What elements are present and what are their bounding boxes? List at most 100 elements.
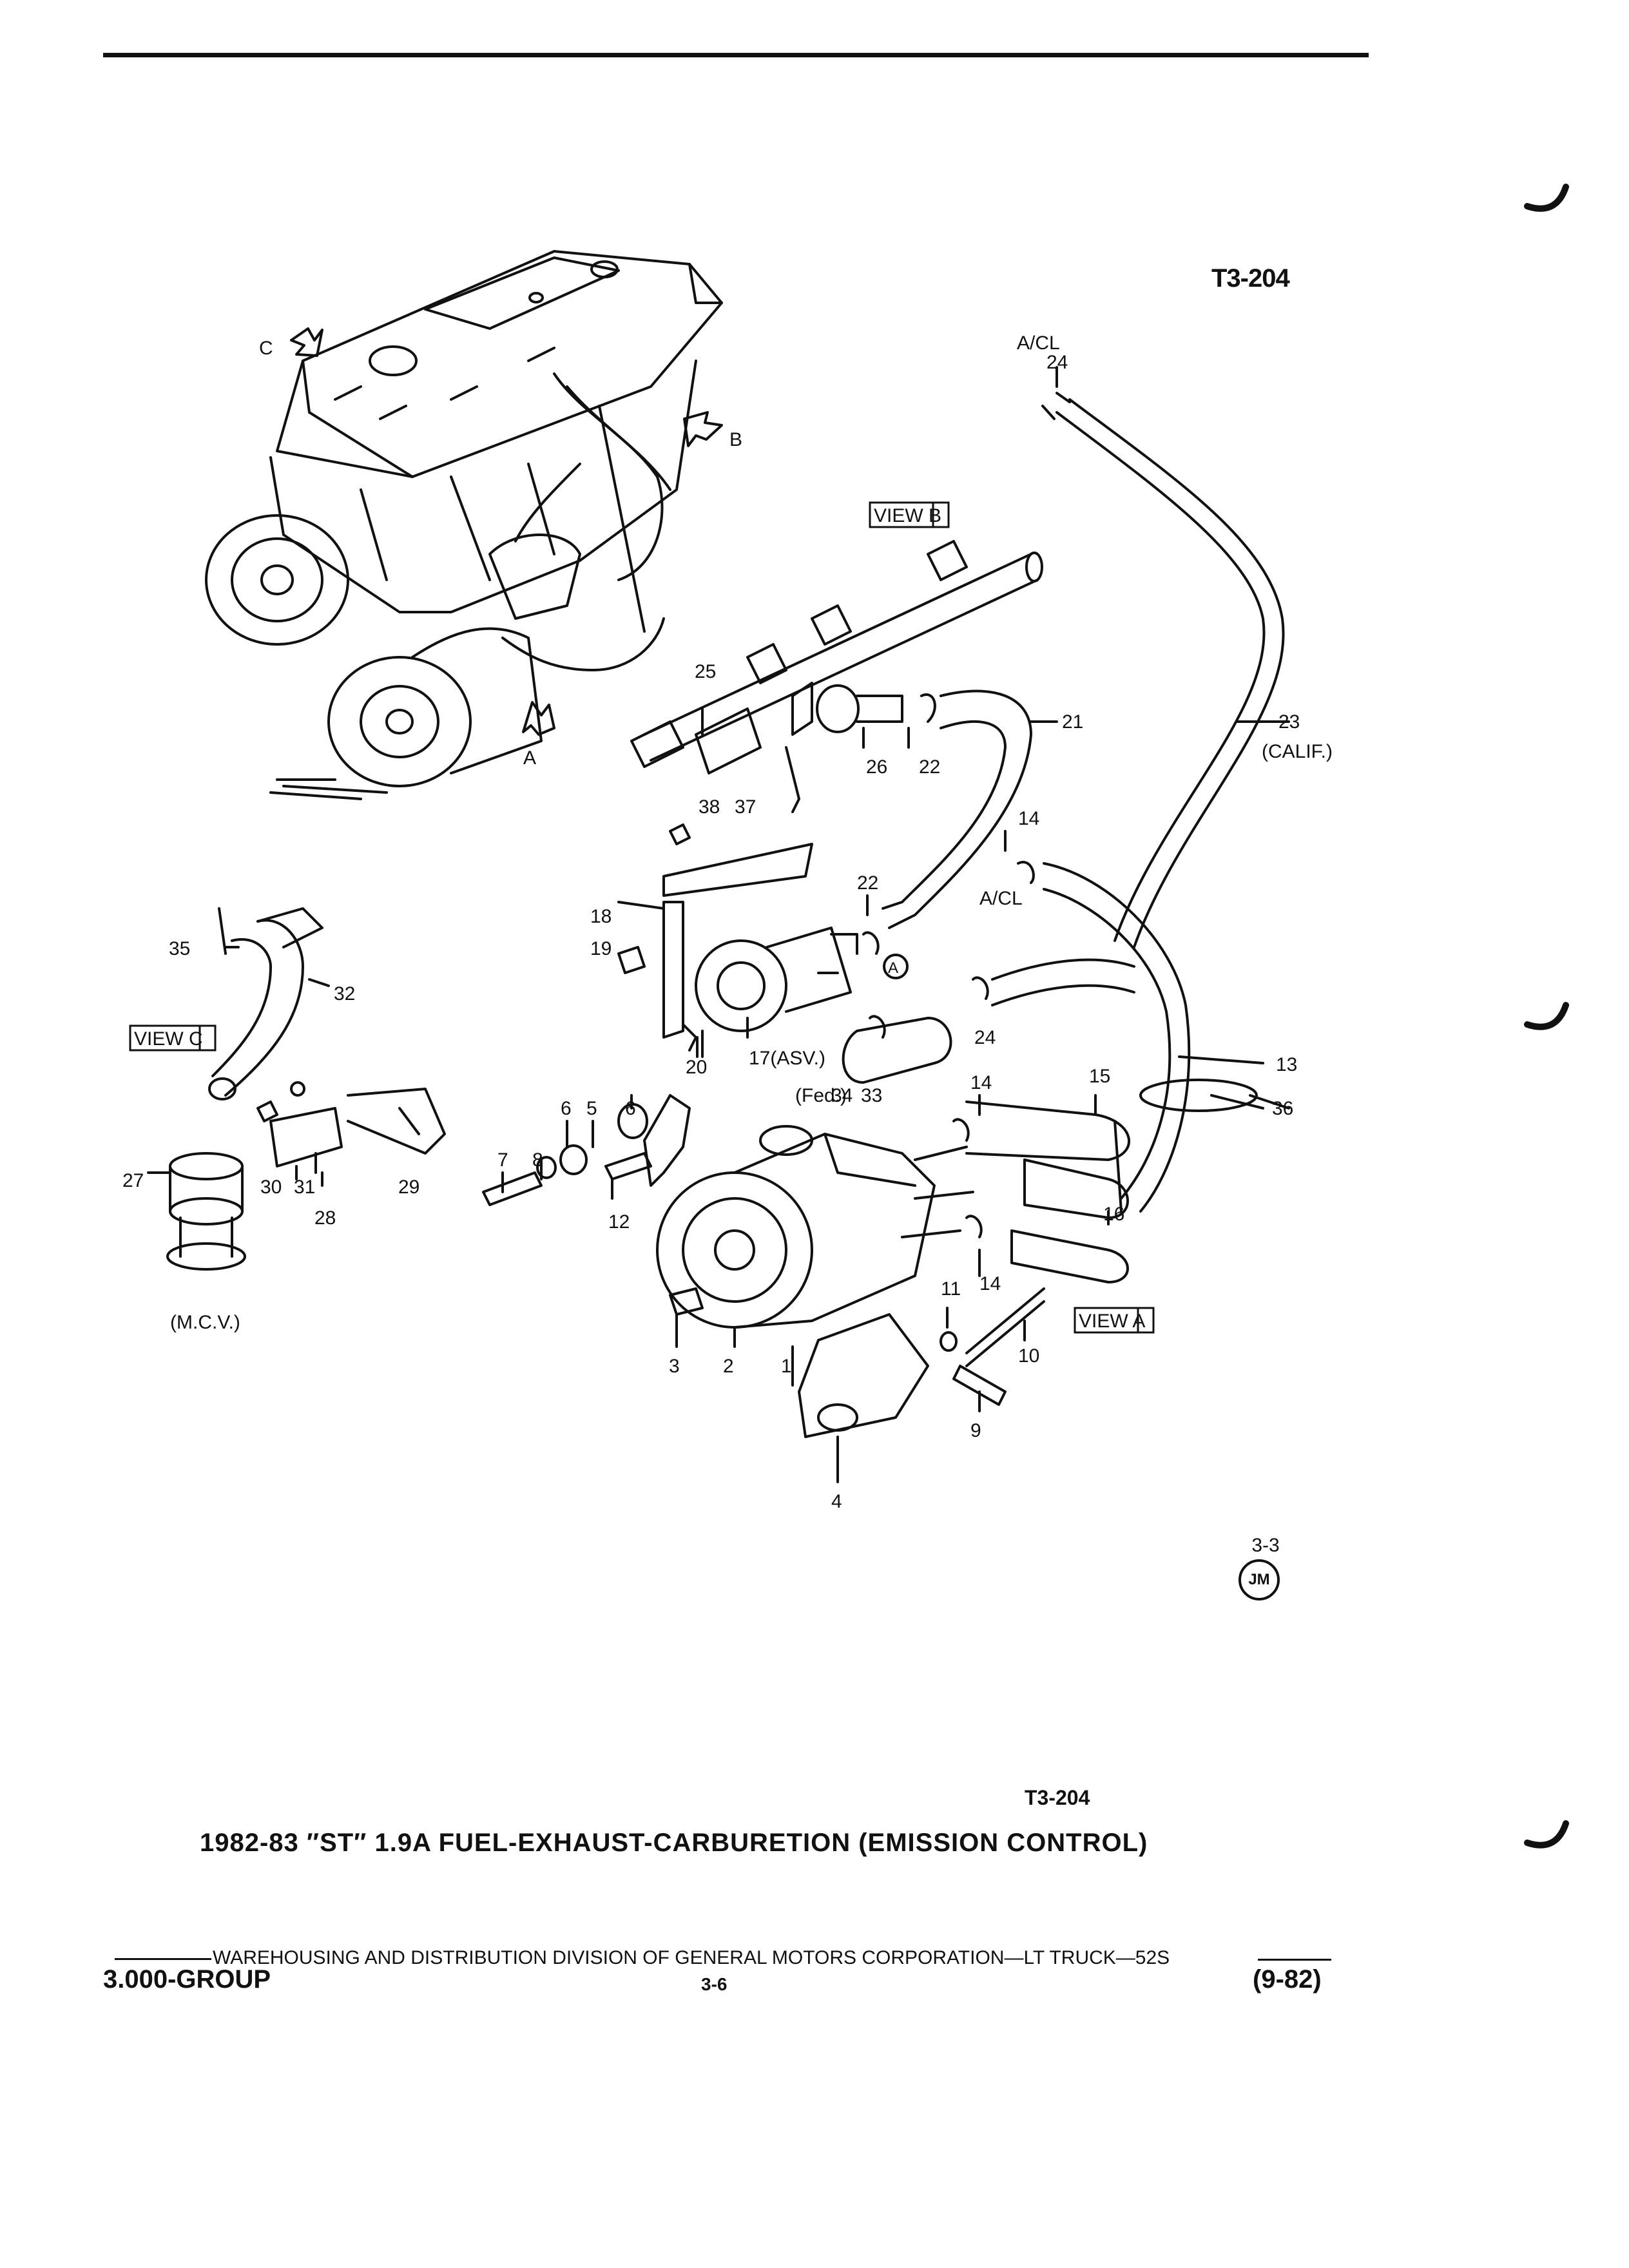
- callout-22a: 22: [919, 756, 940, 778]
- view-b-text: VIEW B: [874, 505, 941, 526]
- page-title: 1982-83 ″ST″ 1.9A FUEL-EXHAUST-CARBURETI…: [200, 1829, 1148, 1857]
- callout-5: 5: [586, 1098, 597, 1119]
- bolt-12: [604, 1152, 652, 1180]
- callout-21: 21: [1062, 711, 1083, 733]
- callout-30: 30: [260, 1177, 282, 1198]
- hose-23: [1041, 392, 1285, 948]
- nut-31: [290, 1081, 305, 1097]
- diagram-code-bottom: T3-204: [1025, 1786, 1090, 1809]
- bolt-9: [952, 1365, 1007, 1406]
- bolt-3: [669, 1287, 704, 1316]
- section-reference: 3-3: [1251, 1535, 1280, 1556]
- clamp-bracket-28: [269, 1107, 343, 1168]
- footer-dash-right: [1258, 1959, 1331, 1961]
- bolt-19: [617, 946, 646, 974]
- arrow-c-label: C: [259, 338, 273, 359]
- bracket-37: [662, 843, 813, 897]
- callout-12: 12: [608, 1211, 630, 1233]
- view-c-label: VIEW C: [129, 1024, 217, 1052]
- revision-date: (9-82): [1253, 1965, 1322, 1994]
- callout-19: 19: [590, 938, 612, 959]
- bracket-18: [662, 901, 684, 1039]
- hose-32: [208, 907, 323, 1100]
- engine-assembly-illustration: [205, 250, 723, 800]
- callout-11: 11: [941, 1278, 961, 1300]
- callout-18: 18: [590, 906, 612, 927]
- callout-1: 1: [781, 1356, 792, 1377]
- callout-9: 9: [970, 1420, 981, 1441]
- clamp-35: [218, 907, 227, 955]
- hose-33: [842, 1017, 952, 1084]
- callout-35: 35: [169, 938, 190, 959]
- note-fed: (Fed.): [795, 1085, 847, 1106]
- part-1-air-pump: [656, 1125, 974, 1329]
- bolt-7: [482, 1171, 543, 1206]
- hose-13: [1043, 862, 1191, 1213]
- bracket-29: [347, 1088, 446, 1155]
- callout-15: 15: [1089, 1066, 1110, 1087]
- footer-dash-left: [115, 1957, 211, 1960]
- callout-37: 37: [735, 796, 756, 818]
- callout-28: 28: [314, 1207, 336, 1229]
- bolt-20: [682, 1023, 697, 1052]
- air-injection-pipe: [630, 540, 1043, 813]
- diagram-code-top: T3-204: [1211, 264, 1290, 293]
- bolt-10: [965, 1287, 1045, 1354]
- callout-14c: 14: [979, 1273, 1001, 1294]
- callout-8: 8: [532, 1149, 543, 1171]
- callout-27: 27: [122, 1170, 144, 1191]
- bracket-4: [798, 1313, 929, 1438]
- clamp-14-low: [965, 1215, 983, 1238]
- arrow-c: [290, 327, 323, 357]
- view-c-text: VIEW C: [134, 1028, 203, 1050]
- clamp-34: [869, 1015, 886, 1039]
- note-mcv: (M.C.V.): [170, 1312, 240, 1333]
- callout-4: 4: [831, 1491, 842, 1512]
- clamp-36-tail: [1249, 1094, 1290, 1110]
- arrow-a: [522, 701, 555, 736]
- view-a-label: VIEW A: [1074, 1307, 1155, 1334]
- callout-2: 2: [723, 1356, 734, 1377]
- clamp-16: [1113, 1120, 1123, 1213]
- arrow-a-label: A: [523, 747, 536, 769]
- binder-mark-middle: [1524, 1002, 1569, 1030]
- group-code: 3.000-GROUP: [103, 1965, 271, 1994]
- callout-34-text: 34: [831, 1085, 853, 1106]
- bolt-38: [669, 823, 691, 845]
- jm-badge: JM: [1239, 1559, 1280, 1600]
- callout-24a: 24: [1046, 352, 1068, 373]
- footer-division-line: WAREHOUSING AND DISTRIBUTION DIVISION OF…: [115, 1947, 1170, 1969]
- clamp-36: [1139, 1079, 1258, 1112]
- arrow-b-label: B: [729, 429, 742, 450]
- callout-6a: 6: [561, 1098, 572, 1119]
- callout-25: 25: [695, 661, 716, 682]
- callout-6b: 6: [625, 1098, 636, 1119]
- footer-division-text: WAREHOUSING AND DISTRIBUTION DIVISION OF…: [213, 1947, 1170, 1968]
- top-rule: [103, 53, 1369, 57]
- hose-21: [882, 689, 1032, 929]
- arrow-b: [683, 411, 723, 447]
- callout-7: 7: [497, 1149, 508, 1171]
- callout-16: 16: [1103, 1204, 1124, 1225]
- callout-38: 38: [699, 796, 720, 818]
- washer-8: [536, 1156, 557, 1179]
- callout-23: 23: [1278, 711, 1300, 733]
- callout-13: 13: [1276, 1054, 1297, 1075]
- clamp-24-mid: [972, 976, 989, 1000]
- bracket-6-right: [643, 1094, 691, 1187]
- clamp-14-mid: [952, 1118, 970, 1142]
- callout-14b: 14: [970, 1072, 992, 1093]
- clamp-22-top: [920, 693, 936, 723]
- page-number: 3-6: [701, 1974, 728, 1994]
- part-17-asv: [695, 927, 858, 1032]
- view-a-text: VIEW A: [1079, 1311, 1145, 1332]
- washer-11: [940, 1331, 958, 1352]
- part-27-mcv: [166, 1152, 246, 1271]
- callout-10: 10: [1018, 1345, 1039, 1367]
- callout-33: 33: [861, 1085, 882, 1106]
- hose-24: [991, 958, 1135, 1006]
- note-acl-mid: A/CL: [979, 888, 1023, 909]
- callout-22b: 22: [857, 872, 878, 894]
- callout-29: 29: [398, 1177, 419, 1198]
- hose-15: [965, 1100, 1130, 1219]
